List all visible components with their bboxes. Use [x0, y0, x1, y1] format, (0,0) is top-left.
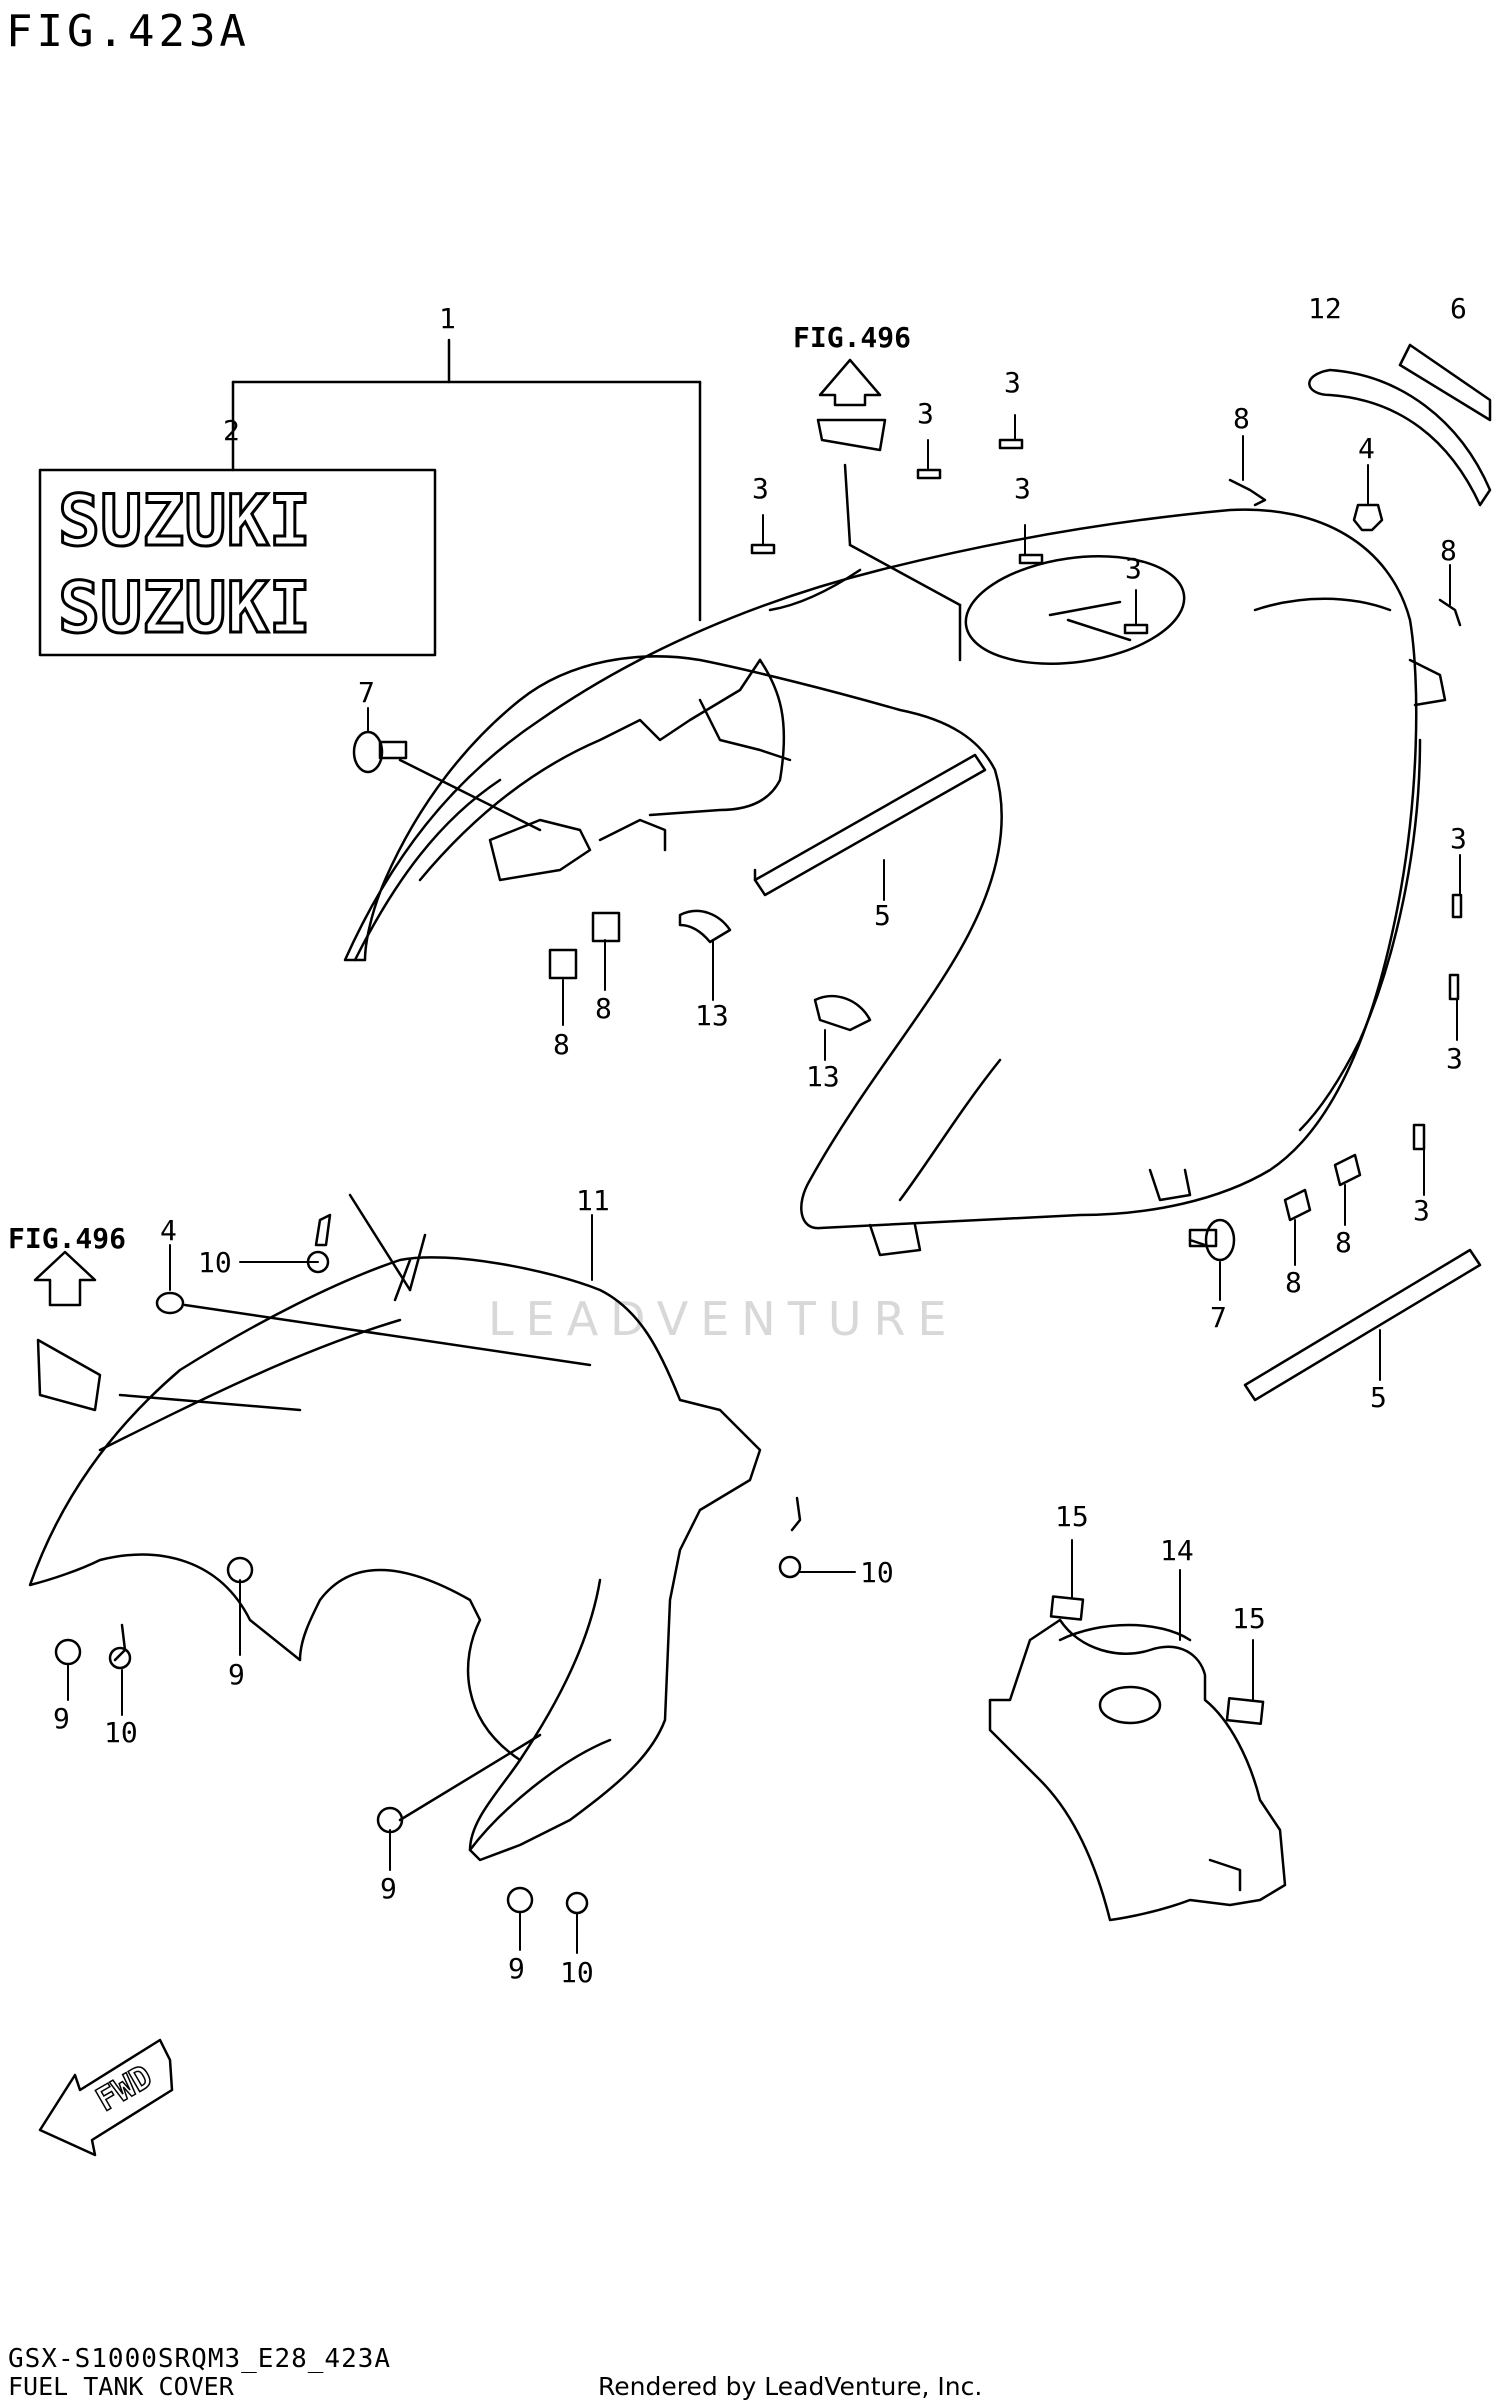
- part-11-lower-cover: [28, 1193, 762, 1862]
- callout-3b: 3: [917, 397, 934, 430]
- callout-15a: 15: [1055, 1500, 1089, 1533]
- callout-9c: 9: [380, 1872, 397, 1905]
- callout-9d: 9: [508, 1952, 525, 1985]
- callout-3g: 3: [1446, 1042, 1463, 1075]
- callout-9b: 9: [53, 1702, 70, 1735]
- callout-4a: 4: [1358, 432, 1375, 465]
- callout-11: 11: [576, 1184, 610, 1217]
- callout-8e: 8: [1285, 1266, 1302, 1299]
- reference-arrow-lower: [33, 1250, 102, 1412]
- fwd-label: FWD: [89, 2057, 158, 2119]
- callout-3d: 3: [1014, 472, 1031, 505]
- decal-text-bottom: SUZUKI: [58, 567, 311, 649]
- callout-numbers: 1 2 12 6 3 3 3 3 3 3 3 3 8 4 8 7 5 8 8 1…: [53, 292, 1467, 1989]
- render-credit: Rendered by LeadVenture, Inc.: [598, 2372, 983, 2401]
- part-7-bolts: [352, 730, 1236, 1262]
- part-9-10-fasteners: [54, 1213, 802, 1915]
- callout-3f: 3: [1450, 822, 1467, 855]
- callout-8d: 8: [595, 992, 612, 1025]
- part-3-cushions: [750, 438, 1463, 1151]
- suzuki-decal-sheet: [38, 468, 437, 657]
- callout-3h: 3: [1413, 1194, 1430, 1227]
- callout-8c: 8: [553, 1028, 570, 1061]
- callout-3c: 3: [752, 472, 769, 505]
- callout-10c: 10: [104, 1716, 138, 1749]
- callout-8b: 8: [1440, 534, 1457, 567]
- callout-9a: 9: [228, 1658, 245, 1691]
- callout-8f: 8: [1335, 1226, 1352, 1259]
- part-8-clips: [548, 478, 1462, 1222]
- callout-10b: 10: [860, 1556, 894, 1589]
- part-5-strip-lower: [1243, 1248, 1482, 1402]
- callout-5b: 5: [1370, 1381, 1387, 1414]
- reference-label-upper: FIG.496: [793, 321, 911, 354]
- callout-13b: 13: [806, 1060, 840, 1093]
- decal-text-top: SUZUKI: [58, 480, 311, 562]
- reference-label-lower: FIG.496: [8, 1222, 126, 1255]
- callout-1: 1: [439, 302, 456, 335]
- callout-10d: 10: [560, 1956, 594, 1989]
- callout-2: 2: [223, 414, 240, 447]
- reference-arrow-upper: [816, 358, 887, 452]
- callout-5a: 5: [874, 899, 891, 932]
- leader-lines: [67, 414, 1461, 1954]
- callout-10a: 10: [198, 1246, 232, 1279]
- figure-name: FUEL TANK COVER: [8, 2372, 234, 2401]
- part-13-clips: [678, 909, 872, 1032]
- callout-bracket-1-2: [231, 338, 702, 622]
- callout-3e: 3: [1125, 552, 1142, 585]
- part-14-panel: [988, 1618, 1287, 1922]
- tank-inner-flange: [418, 658, 786, 882]
- callout-4b: 4: [160, 1214, 177, 1247]
- figure-code: GSX-S1000SRQM3_E28_423A: [8, 2344, 392, 2374]
- part-4-grommets: [155, 503, 1384, 1367]
- callout-3a: 3: [1004, 366, 1021, 399]
- part-12-trim: [1308, 368, 1492, 507]
- callout-12: 12: [1308, 292, 1342, 325]
- part-5-strip-upper: [753, 753, 987, 897]
- figure-title: FIG.423A: [6, 6, 250, 57]
- fwd-arrow-shape: [38, 2038, 174, 2157]
- callout-7b: 7: [1210, 1301, 1227, 1334]
- callout-15b: 15: [1232, 1602, 1266, 1635]
- callout-7a: 7: [358, 676, 375, 709]
- part-15-labels: [1049, 1595, 1265, 1725]
- watermark-text: LEADVENTURE: [488, 1292, 959, 1346]
- callout-6: 6: [1450, 292, 1467, 325]
- decal-lettering: SUZUKI SUZUKI: [57, 479, 313, 651]
- callout-8a: 8: [1233, 402, 1250, 435]
- callout-13a: 13: [695, 999, 729, 1032]
- fuel-tank-cover-main: [343, 463, 1447, 1257]
- callout-14: 14: [1160, 1534, 1194, 1567]
- part-6-cushion: [1398, 343, 1492, 422]
